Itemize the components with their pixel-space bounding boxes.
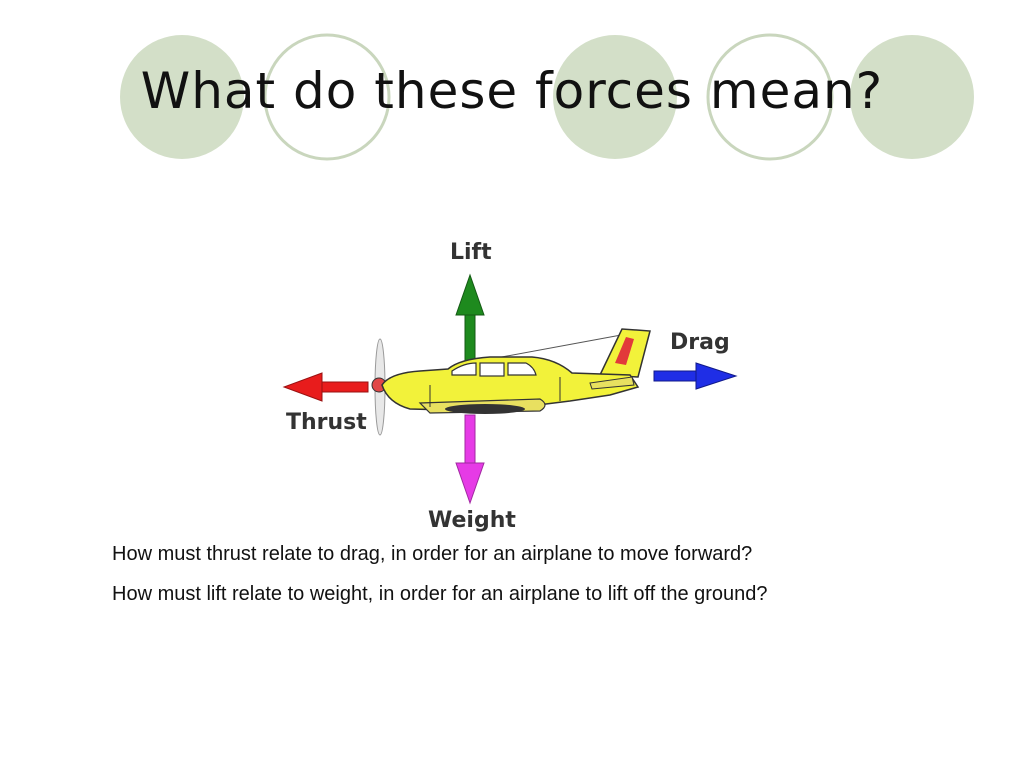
airplane-illustration <box>371 328 651 436</box>
weight-label: Weight <box>428 508 516 533</box>
thrust-arrow <box>282 372 369 402</box>
deco-circle <box>706 33 834 161</box>
lift-label: Lift <box>450 240 492 265</box>
deco-circle <box>553 35 677 159</box>
deco-circle <box>120 35 244 159</box>
forces-diagram: Lift Weight Thrust Drag <box>270 225 760 535</box>
drag-label: Drag <box>670 330 730 355</box>
question-thrust-drag: How must thrust relate to drag, in order… <box>112 543 753 565</box>
thrust-label: Thrust <box>286 410 367 435</box>
deco-circle <box>263 33 391 161</box>
weight-arrow <box>455 414 485 505</box>
lift-arrow <box>455 273 485 366</box>
question-list: How must thrust relate to drag, in order… <box>112 538 892 618</box>
header-circles-decoration <box>120 33 974 161</box>
slide-title: What do these forces mean? <box>140 62 884 120</box>
question-lift-weight: How must lift relate to weight, in order… <box>112 583 768 605</box>
drag-arrow <box>653 362 738 390</box>
deco-circle <box>850 35 974 159</box>
